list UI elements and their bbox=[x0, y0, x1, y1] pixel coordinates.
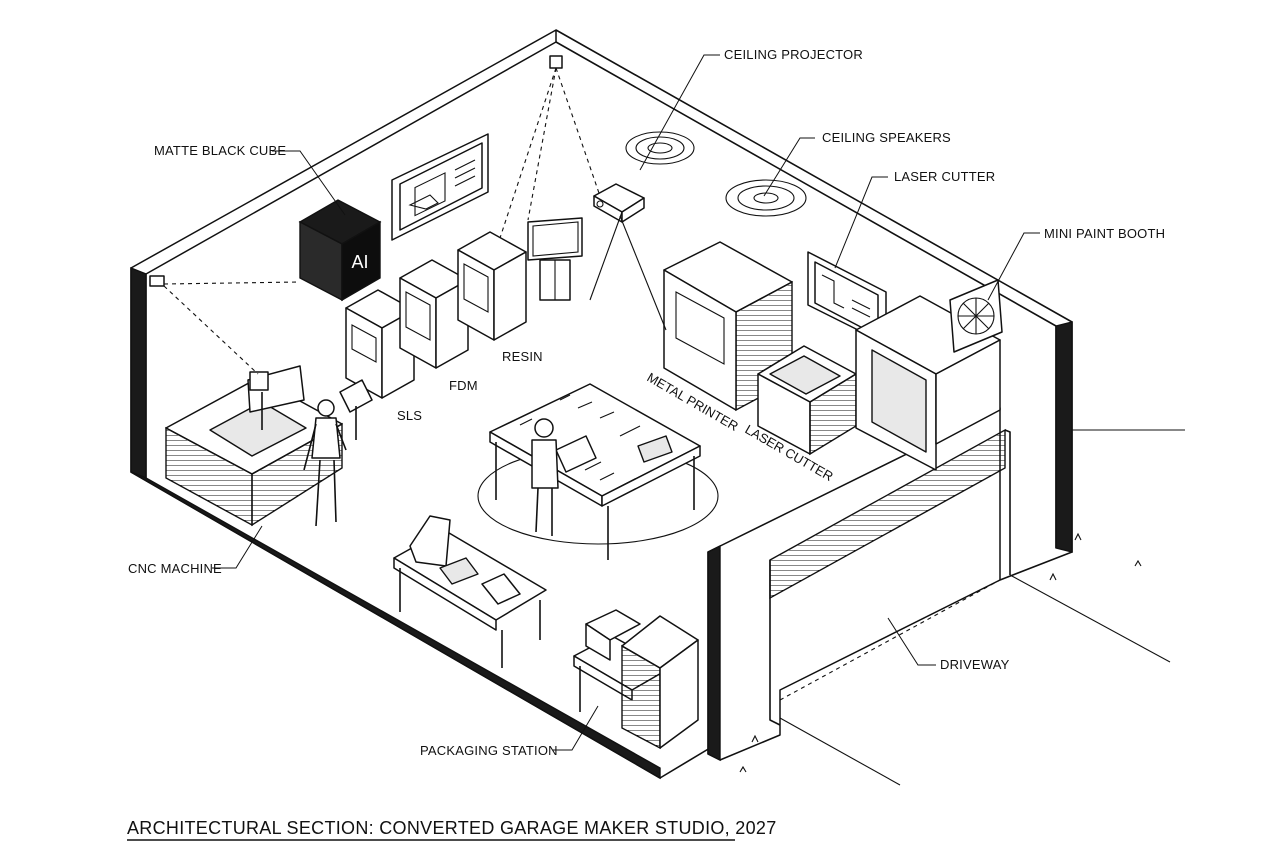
label-matte-black-cube: MATTE BLACK CUBE bbox=[154, 143, 286, 158]
ceiling-speakers bbox=[625, 131, 807, 217]
printer-resin bbox=[457, 231, 527, 341]
speaker-icon bbox=[725, 179, 807, 217]
label-mini-paint-booth: MINI PAINT BOOTH bbox=[1044, 226, 1165, 241]
camera-icon bbox=[549, 55, 563, 69]
diagram-title: ARCHITECTURAL SECTION: CONVERTED GARAGE … bbox=[127, 818, 777, 838]
mini-paint-booth bbox=[855, 279, 1003, 471]
projector-icon bbox=[596, 200, 604, 208]
label-packaging-station: PACKAGING STATION bbox=[420, 743, 558, 758]
front-wall-cut bbox=[707, 544, 721, 762]
label-sls: SLS bbox=[397, 408, 422, 423]
cube-label: AI bbox=[351, 252, 368, 272]
printer-fdm bbox=[399, 259, 469, 369]
center-workbench bbox=[477, 383, 719, 560]
grass-marks bbox=[739, 532, 1142, 773]
ceiling-projector bbox=[589, 183, 667, 331]
label-fdm: FDM bbox=[449, 378, 478, 393]
driveway-edge-left bbox=[779, 717, 901, 786]
right-wall-cut bbox=[1055, 321, 1073, 553]
driveway-edge-right bbox=[1009, 574, 1171, 663]
label-driveway: DRIVEWAY bbox=[940, 657, 1010, 672]
left-wall-cut bbox=[130, 266, 147, 480]
ceiling-camera-left bbox=[149, 275, 301, 375]
kiosk-terminal bbox=[527, 217, 583, 301]
label-ceiling-speakers: CEILING SPEAKERS bbox=[822, 130, 951, 145]
wall-screen-left bbox=[391, 133, 489, 241]
room-shell bbox=[130, 29, 1185, 786]
driveway-threshold bbox=[779, 579, 1001, 701]
leader-lines bbox=[212, 54, 1040, 751]
label-resin: RESIN bbox=[502, 349, 543, 364]
label-cnc-machine: CNC MACHINE bbox=[128, 561, 222, 576]
matte-black-cube: AI bbox=[298, 199, 382, 302]
sewing-station bbox=[393, 515, 547, 668]
laser-cutter bbox=[757, 345, 857, 456]
garage-door-right-post bbox=[1004, 429, 1011, 575]
tablet-stand bbox=[339, 379, 373, 440]
label-ceiling-projector: CEILING PROJECTOR bbox=[724, 47, 863, 62]
speaker-icon bbox=[625, 131, 695, 165]
label-laser-cutter-top: LASER CUTTER bbox=[894, 169, 995, 184]
packaging-station bbox=[573, 609, 699, 750]
camera-icon bbox=[149, 275, 165, 287]
floor-front-cut bbox=[130, 471, 661, 780]
garage-door-post bbox=[769, 560, 781, 726]
ceiling-camera-top bbox=[499, 55, 601, 239]
humanoid-robot bbox=[303, 399, 347, 527]
